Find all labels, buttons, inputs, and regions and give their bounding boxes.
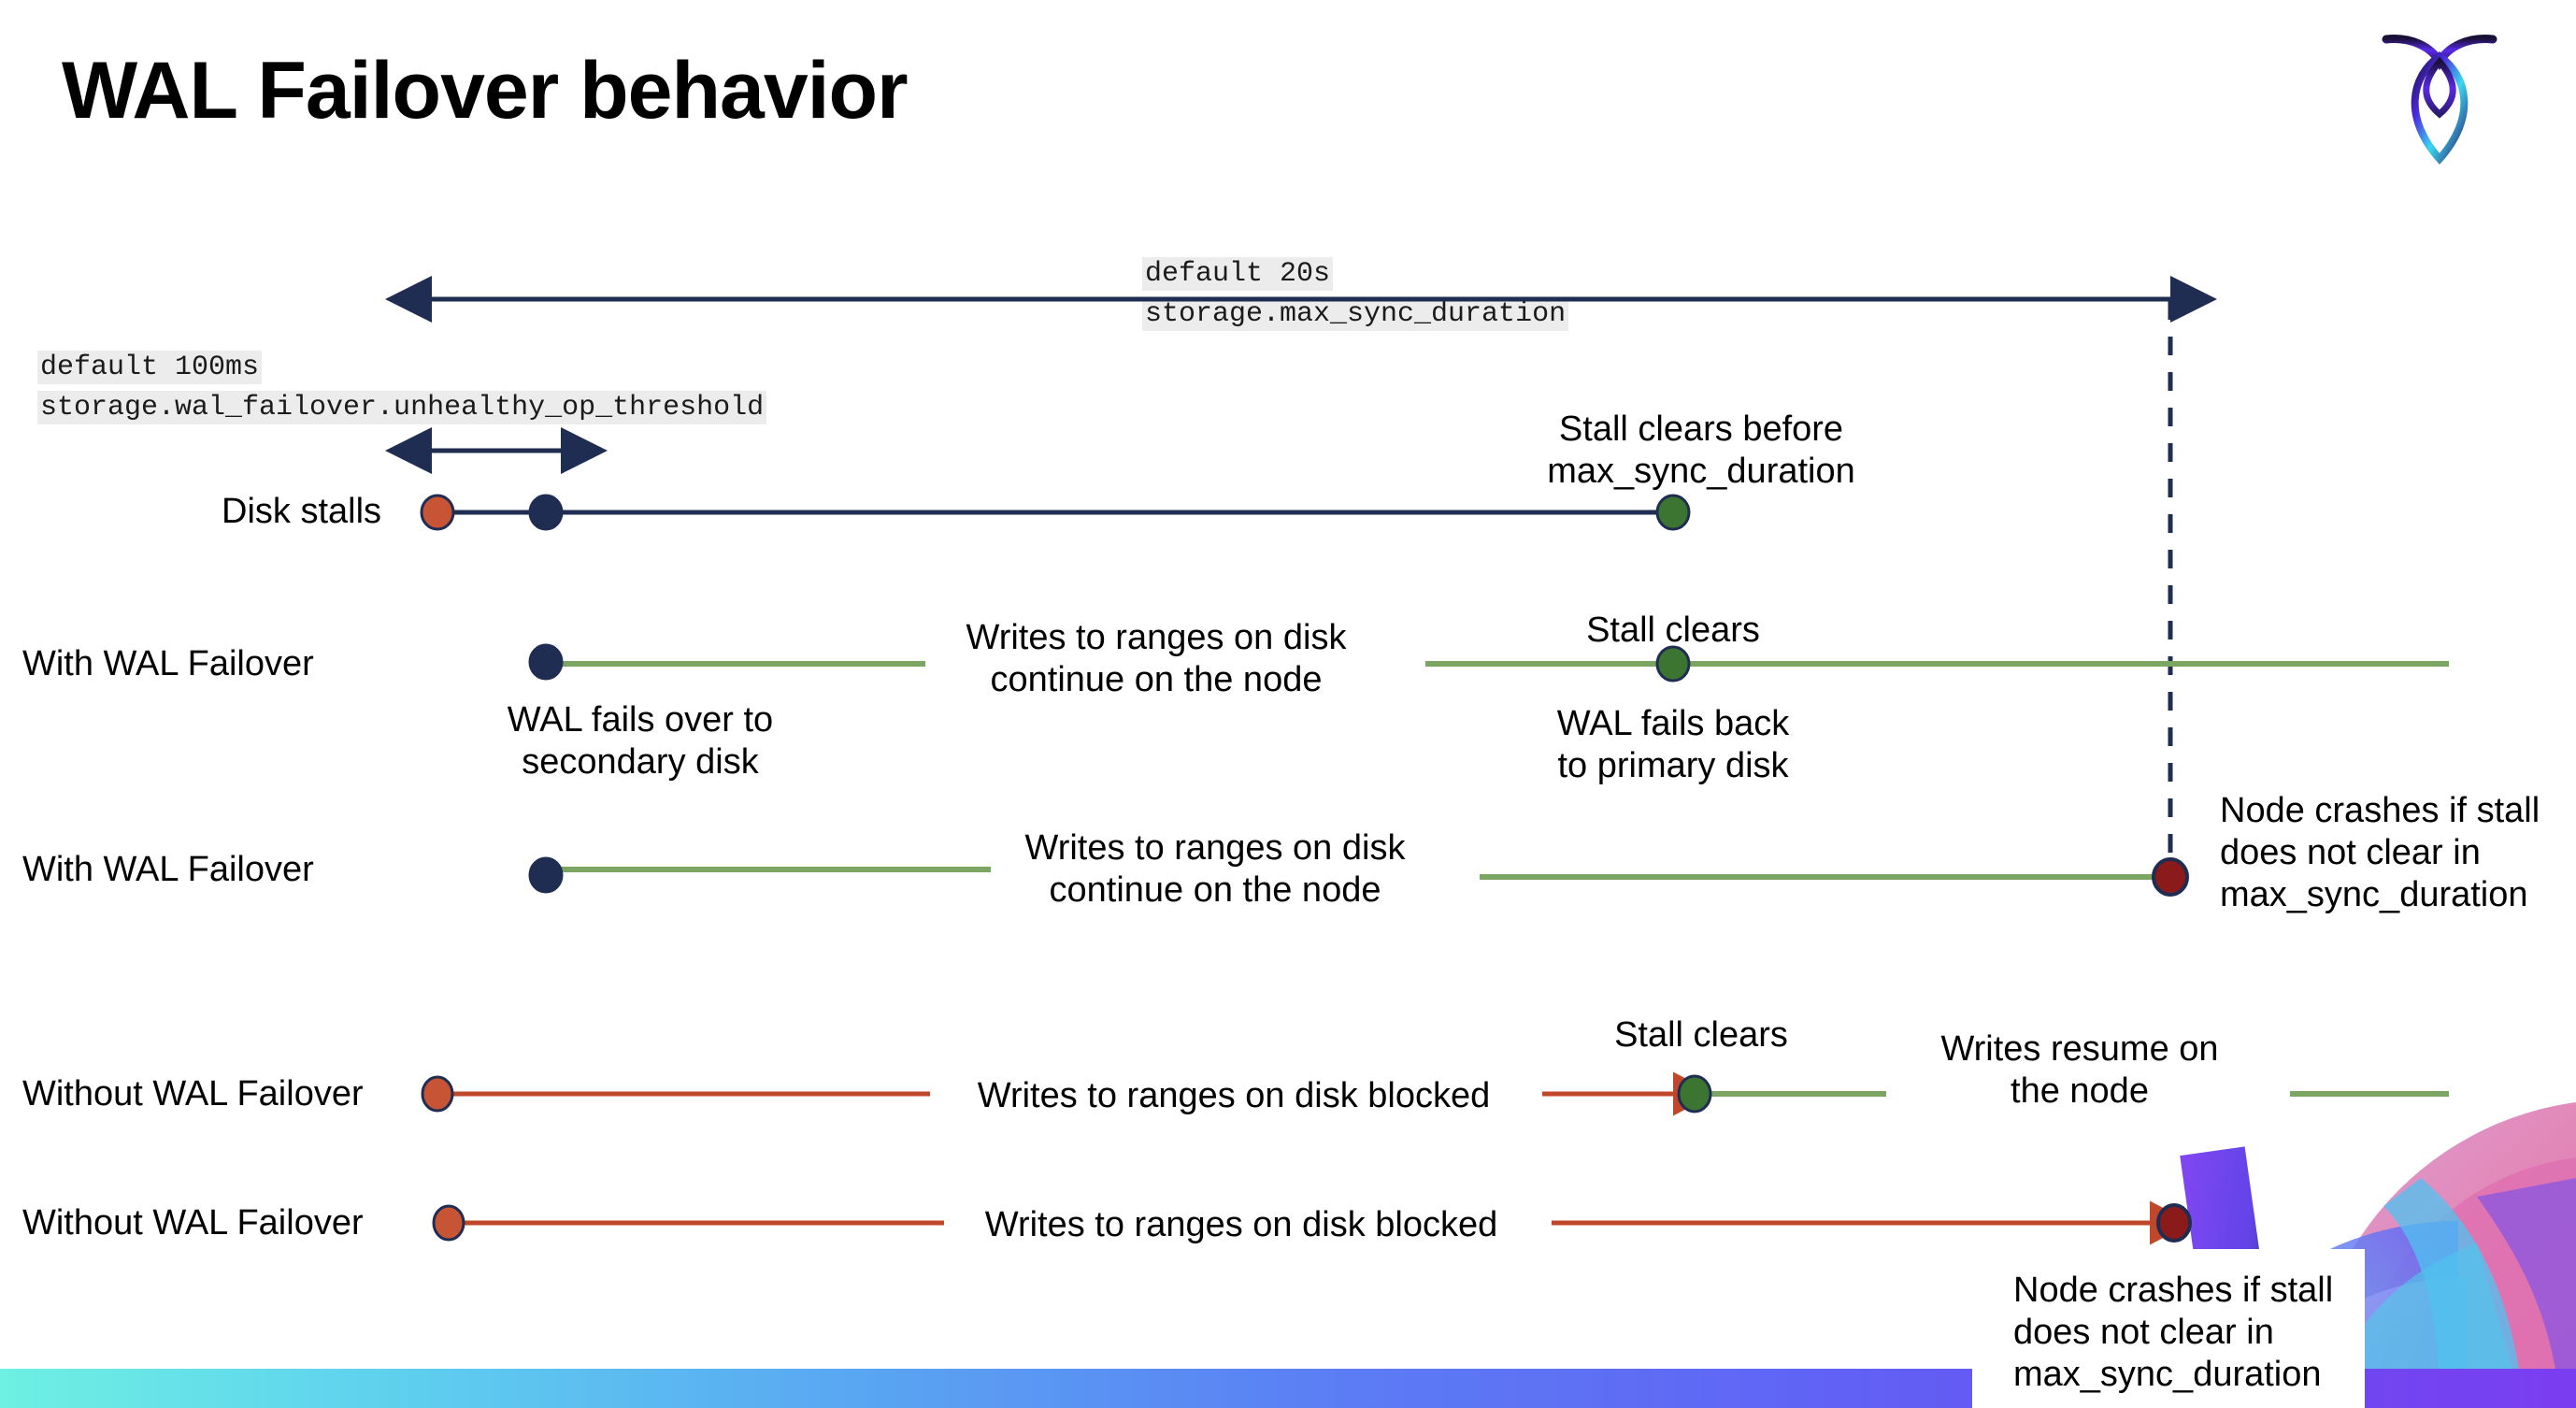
node-crash-callout-box-2: Node crashes if stall does not clear in … (1972, 1249, 2365, 1408)
annotation-unhealthy-op-threshold: default 100ms storage.wal_failover.unhea… (37, 348, 767, 427)
callout-stall-clears-2: Stall clears (1614, 1015, 1788, 1055)
callout-writes-resume: Writes resume on the node (1940, 1029, 2219, 1111)
callout-wal-fails-back: WAL fails back to primary disk (1556, 704, 1790, 785)
timeline-row-disk-stalls (420, 494, 1691, 531)
row-label-with-wal-failover-1: With WAL Failover (22, 644, 314, 683)
marker-wal-fails-over (528, 643, 564, 681)
callout-node-crashes-2: Node crashes if stall does not clear in … (2013, 1271, 2334, 1394)
annotation-unhealthy-setting: storage.wal_failover.unhealthy_op_thresh… (37, 390, 767, 424)
row-label-with-wal-failover-2: With WAL Failover (22, 850, 314, 889)
row-label-without-wal-failover-2: Without WAL Failover (22, 1203, 364, 1243)
annotation-unhealthy-default: default 100ms (37, 351, 263, 384)
annotation-max-sync-default: default 20s (1142, 257, 1334, 291)
callout-writes-continue-2: Writes to ranges on disk continue on the… (1024, 828, 1406, 910)
marker-failover-point (528, 494, 564, 531)
callout-stall-clears-1: Stall clears (1586, 611, 1760, 650)
cockroachdb-logo-icon (2379, 28, 2500, 168)
row-label-without-wal-failover-1: Without WAL Failover (22, 1074, 364, 1113)
callout-writes-continue-1: Writes to ranges on disk continue on the… (966, 618, 1347, 699)
annotation-max-sync-setting: storage.max_sync_duration (1142, 296, 1569, 331)
callout-node-crashes-1: Node crashes if stall does not clear in … (2220, 791, 2540, 914)
page-title: WAL Failover behavior (62, 46, 909, 136)
marker-stall-start-2 (421, 1075, 454, 1113)
callout-writes-blocked-2: Writes to ranges on disk blocked (984, 1205, 1498, 1244)
marker-wal-fails-back (1655, 645, 1691, 682)
timeline-row-with-wal-failover-1 (528, 643, 2449, 682)
marker-stall-start (420, 494, 455, 531)
row-label-disk-stalls: Disk stalls (222, 492, 382, 531)
marker-stall-clears-2 (1677, 1074, 1712, 1113)
marker-stall-clears (1655, 494, 1691, 531)
marker-stall-start-3 (432, 1204, 465, 1242)
marker-wal-fails-over-2 (528, 856, 564, 894)
callout-wal-fails-over: WAL fails over to secondary disk (507, 700, 774, 782)
callout-stall-clears-before: Stall clears before max_sync_duration (1547, 409, 1855, 491)
annotation-max-sync-duration: default 20s storage.max_sync_duration (1142, 254, 1569, 334)
callout-writes-blocked-1: Writes to ranges on disk blocked (977, 1076, 1491, 1115)
